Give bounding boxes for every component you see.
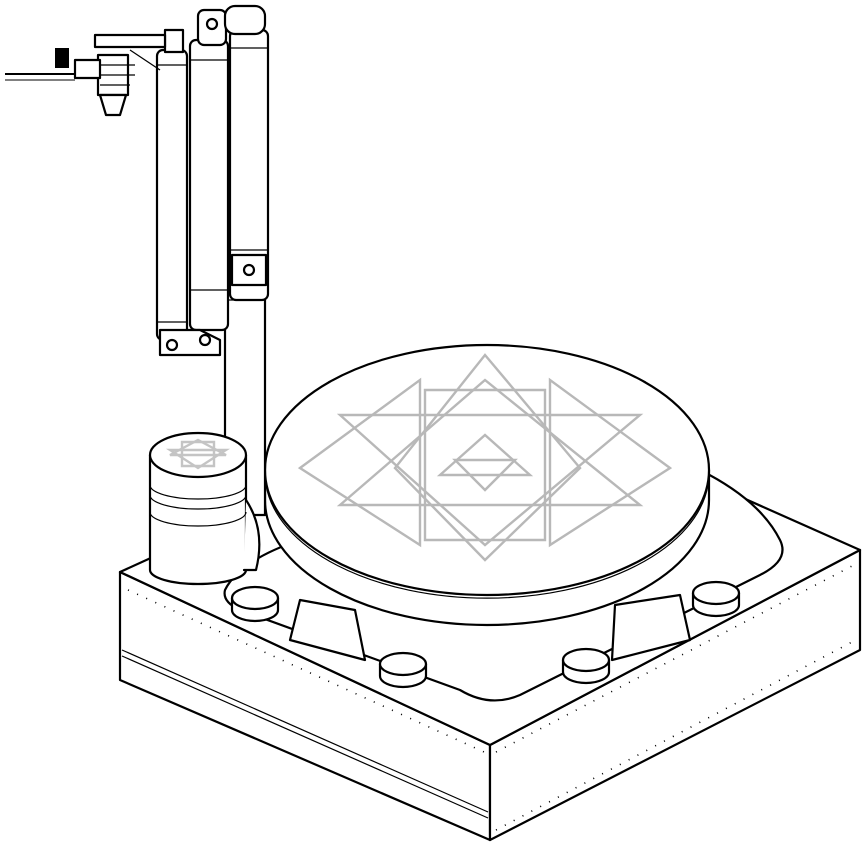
robot-arm <box>155 4 270 357</box>
joint <box>223 4 267 36</box>
foot-puck <box>691 580 741 618</box>
foot-puck <box>230 585 280 623</box>
star-pattern <box>297 353 673 562</box>
feet <box>230 580 741 689</box>
support-wedge <box>288 598 367 662</box>
foot-puck <box>378 651 428 689</box>
foot-puck <box>561 647 611 685</box>
end-effector <box>5 33 167 117</box>
small-cylinder <box>148 431 261 586</box>
support-wedge <box>610 593 692 662</box>
joint <box>163 28 185 54</box>
rotary-disk <box>263 343 711 627</box>
